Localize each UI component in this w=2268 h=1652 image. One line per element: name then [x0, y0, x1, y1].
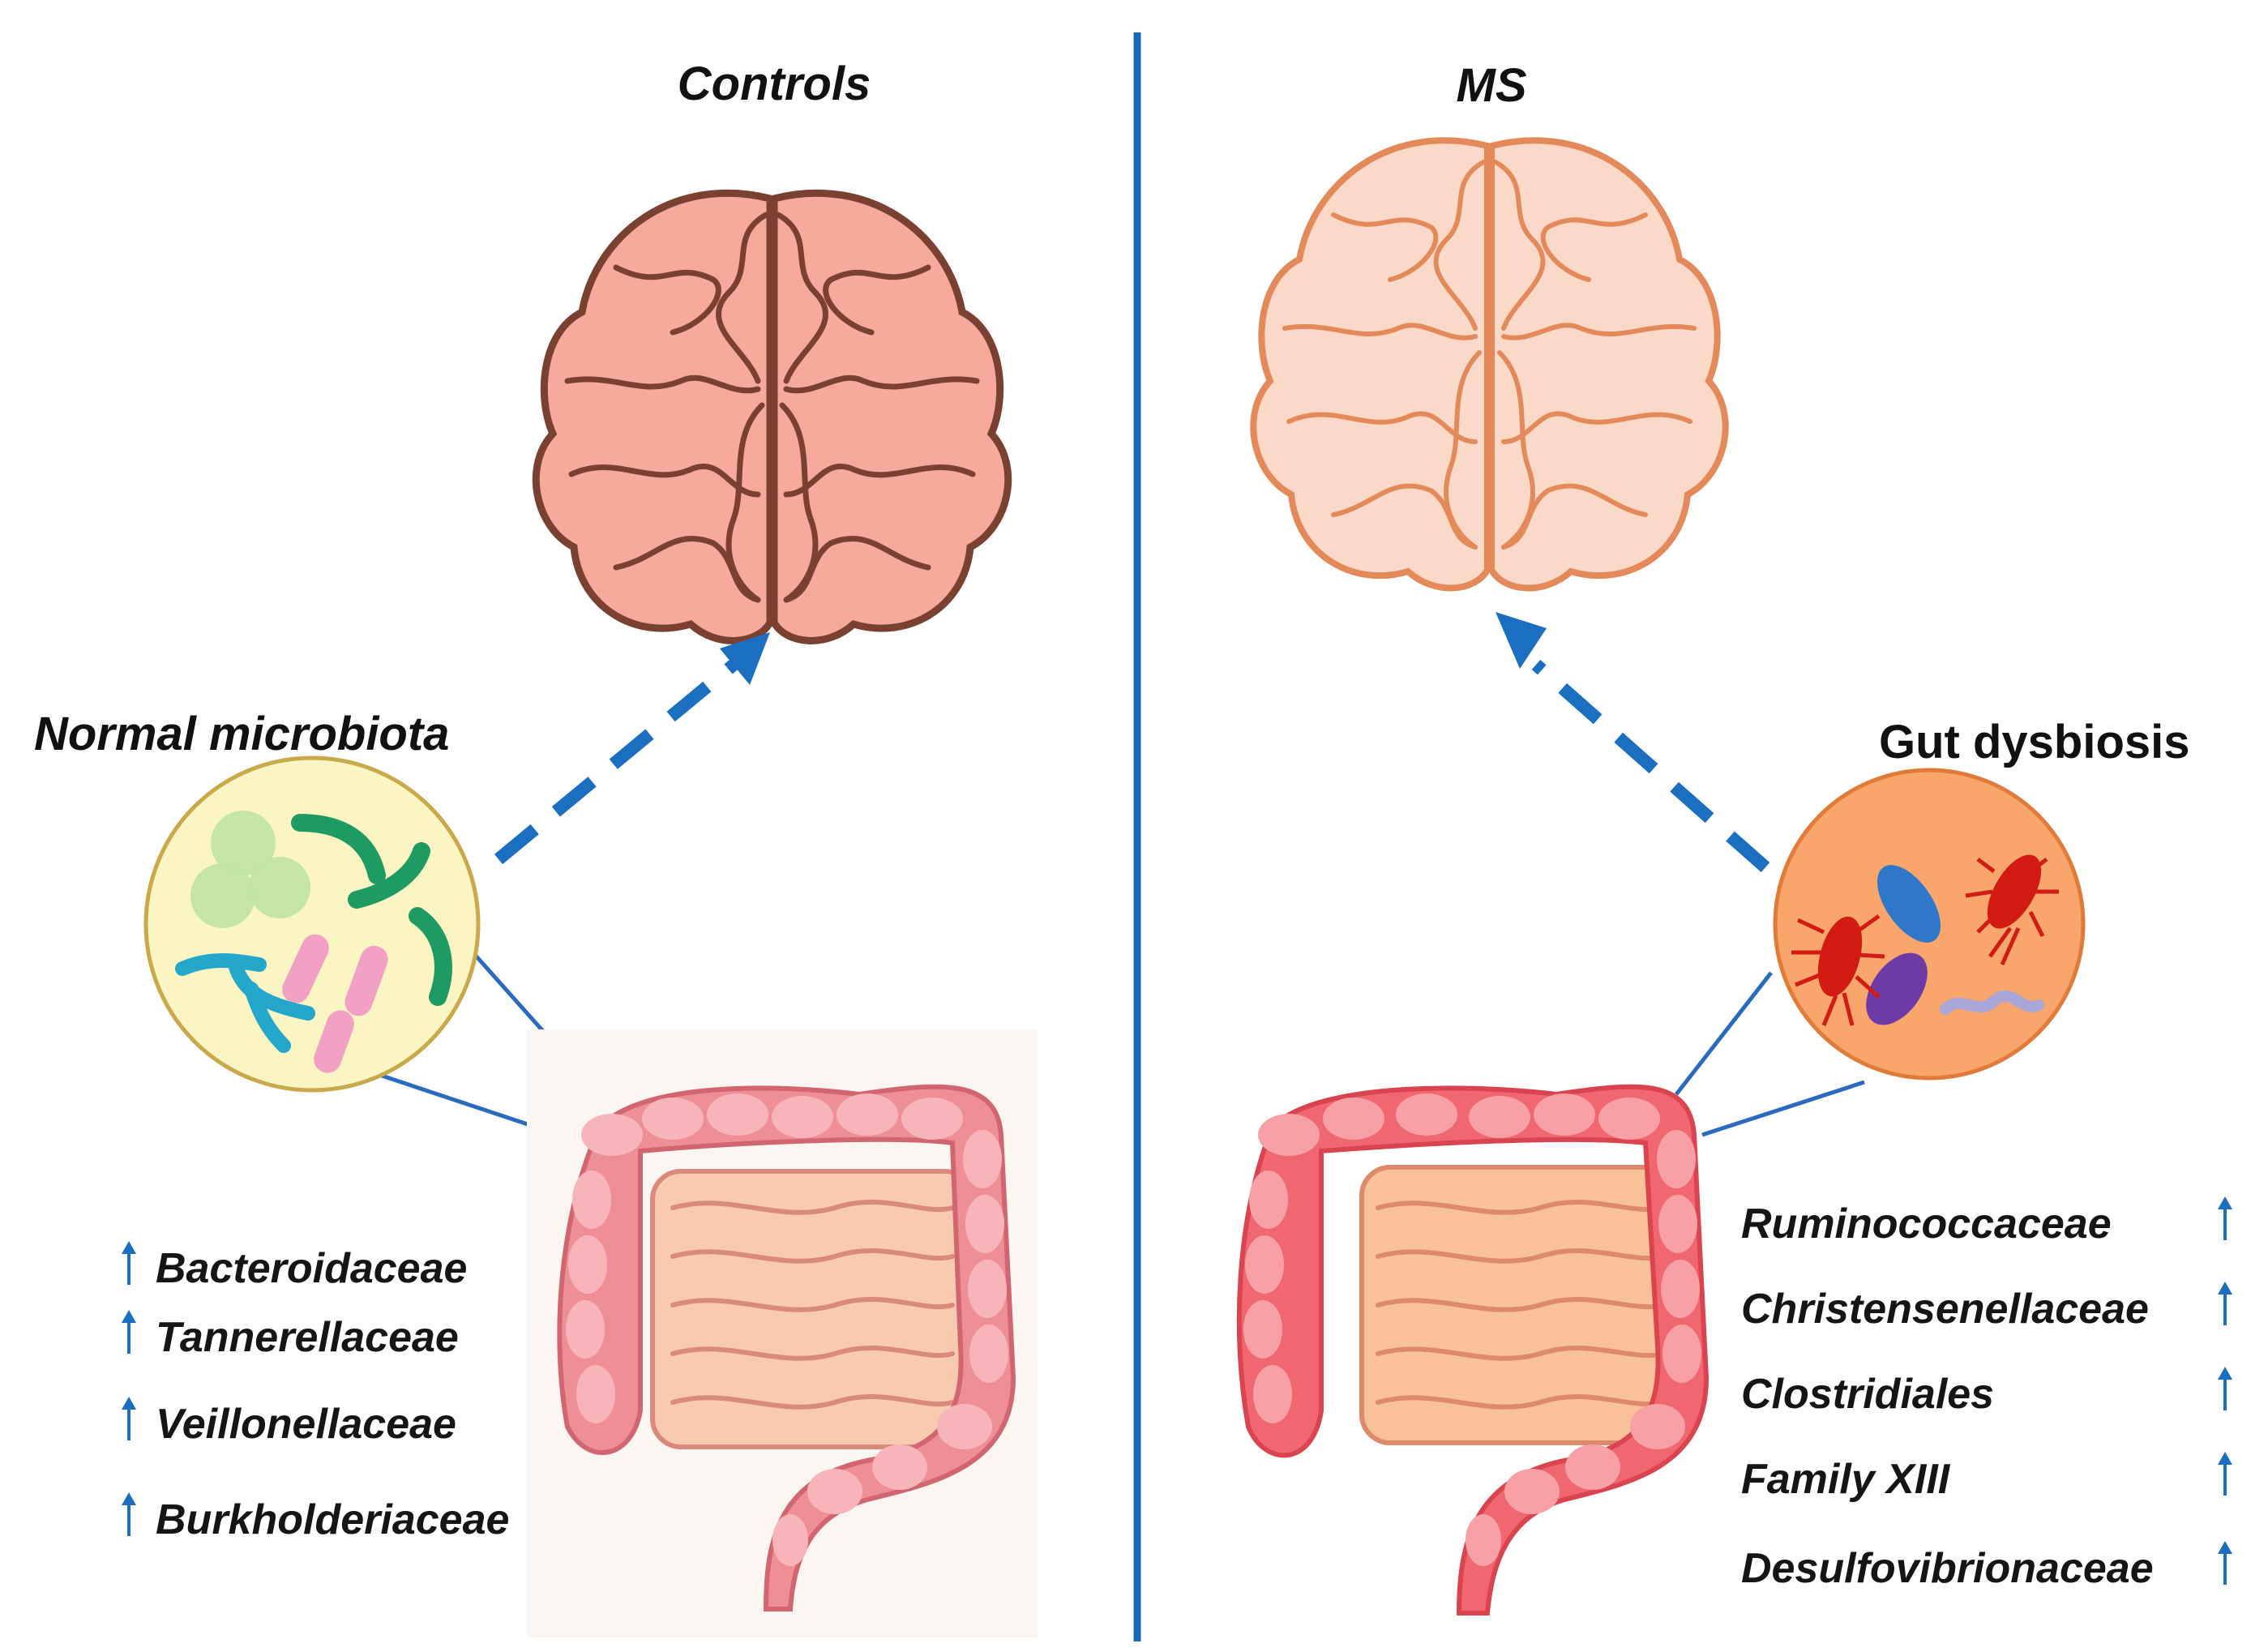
- controls-brain-illustration: [532, 189, 1012, 644]
- ms-taxon: Ruminococcaceae: [1741, 1200, 2112, 1248]
- controls-taxon: Bacteroidaceae: [122, 1241, 468, 1293]
- increase-arrow-icon: [122, 1310, 136, 1354]
- taxon-name: Family XIII: [1741, 1456, 1950, 1503]
- gut-dysbiosis-label: Gut dysbiosis: [1879, 716, 2190, 768]
- ms-taxon: Clostridiales: [1741, 1370, 1994, 1419]
- controls-title: Controls: [677, 58, 871, 110]
- increase-arrow-icon: [2218, 1452, 2232, 1496]
- increase-arrow-icon: [2218, 1367, 2232, 1410]
- increase-arrow-icon: [2218, 1282, 2232, 1325]
- controls-intestine-illustration: [527, 1029, 1038, 1637]
- gut-brain-arrow-left: [494, 632, 770, 865]
- ms-brain-illustration: [1250, 137, 1729, 592]
- normal-microbiota-label: Normal microbiota: [34, 708, 450, 760]
- right-zoom-connector: [1675, 971, 1865, 1137]
- ms-intestine-illustration: [1236, 1084, 1710, 1616]
- ms-title: MS: [1456, 59, 1527, 112]
- ms-taxon: Christensenellaceae: [1741, 1285, 2149, 1333]
- taxon-name: Burkholderiaceae: [156, 1496, 510, 1543]
- controls-taxon: Veillonellaceae: [122, 1397, 456, 1449]
- increase-arrow-icon: [122, 1397, 136, 1440]
- increase-arrow-icon: [2218, 1196, 2232, 1240]
- pathogen-bacterium-icon: [1791, 914, 1885, 1026]
- taxon-name: Tannerellaceae: [156, 1314, 459, 1361]
- pathogen-bacterium-icon: [1965, 854, 2059, 966]
- normal-microbiota-circle: [143, 755, 481, 1093]
- taxon-name: Ruminococcaceae: [1741, 1200, 2112, 1248]
- taxon-name: Bacteroidaceae: [156, 1245, 468, 1292]
- ms-taxon: Desulfovibrionaceae: [1741, 1544, 2154, 1593]
- taxon-name: Veillonellaceae: [156, 1401, 456, 1448]
- ms-taxon: Family XIII: [1741, 1455, 1949, 1504]
- taxon-name: Desulfovibrionaceae: [1741, 1545, 2154, 1592]
- increase-arrow-icon: [122, 1241, 136, 1285]
- gut-dysbiosis-circle: [1773, 768, 2086, 1081]
- taxon-name: Christensenellaceae: [1741, 1286, 2149, 1333]
- controls-taxon: Burkholderiaceae: [122, 1492, 510, 1544]
- controls-taxon: Tannerellaceae: [122, 1310, 459, 1362]
- gut-brain-arrow-right: [1496, 612, 1770, 872]
- increase-arrow-icon: [122, 1492, 136, 1536]
- increase-arrow-icon: [2218, 1541, 2232, 1585]
- taxon-name: Clostridiales: [1741, 1371, 1995, 1418]
